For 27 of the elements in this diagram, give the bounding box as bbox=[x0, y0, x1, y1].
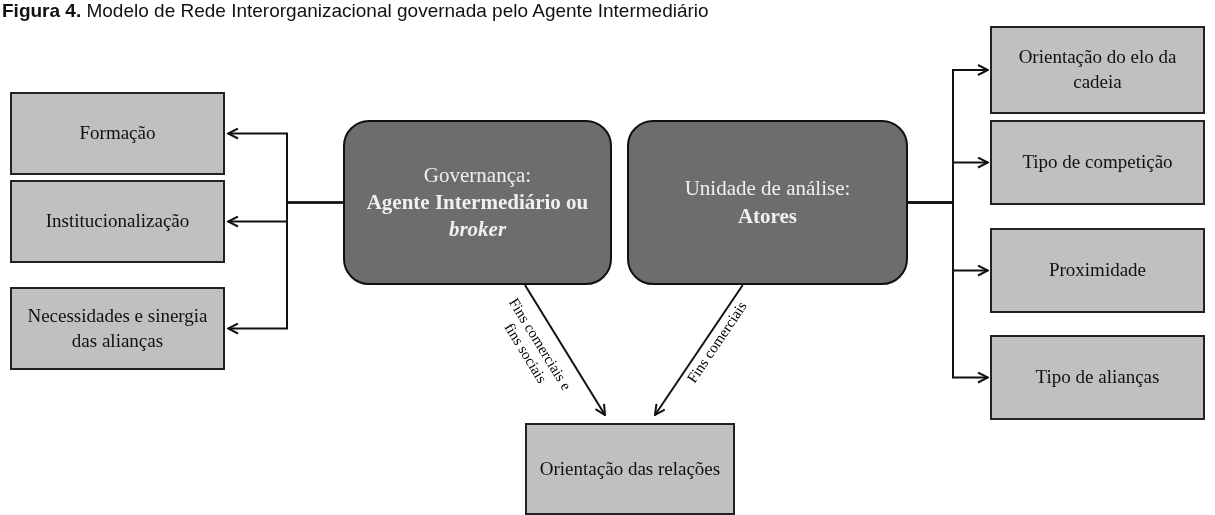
node-label: Tipo de competição bbox=[1022, 150, 1173, 175]
arrow bbox=[227, 201, 344, 335]
rounded-box bbox=[627, 120, 908, 285]
node-label: Proximidade bbox=[1048, 258, 1147, 283]
node-label: Necessidades e sinergia das alianças bbox=[26, 303, 209, 353]
arrow bbox=[654, 284, 744, 416]
rounded-box bbox=[343, 120, 612, 285]
box bbox=[10, 287, 225, 370]
node-label: Formação bbox=[79, 121, 156, 146]
node-label: Institucionalização bbox=[45, 209, 190, 234]
node-label: Orientação do elo da cadeia bbox=[1017, 45, 1178, 94]
box bbox=[10, 92, 225, 175]
node-label: Unidade de análise: bbox=[684, 175, 851, 203]
node-subtitle: Atores bbox=[737, 202, 798, 230]
box bbox=[990, 335, 1205, 420]
figure-title: Figura 4. Modelo de Rede Interorganizacional governada pelo Agente Intermediário bbox=[2, 0, 709, 22]
node-subtitle: Agente Intermediário ou broker bbox=[365, 188, 590, 244]
node-label: Orientação das relações bbox=[539, 456, 721, 481]
box bbox=[990, 228, 1205, 313]
node-label: Tipo de alianças bbox=[1035, 365, 1160, 390]
box bbox=[525, 423, 735, 515]
arrow bbox=[907, 201, 989, 384]
node-label: Governança: bbox=[423, 161, 532, 189]
box bbox=[990, 120, 1205, 205]
box bbox=[990, 26, 1205, 114]
box bbox=[10, 180, 225, 263]
arrow bbox=[523, 284, 606, 416]
